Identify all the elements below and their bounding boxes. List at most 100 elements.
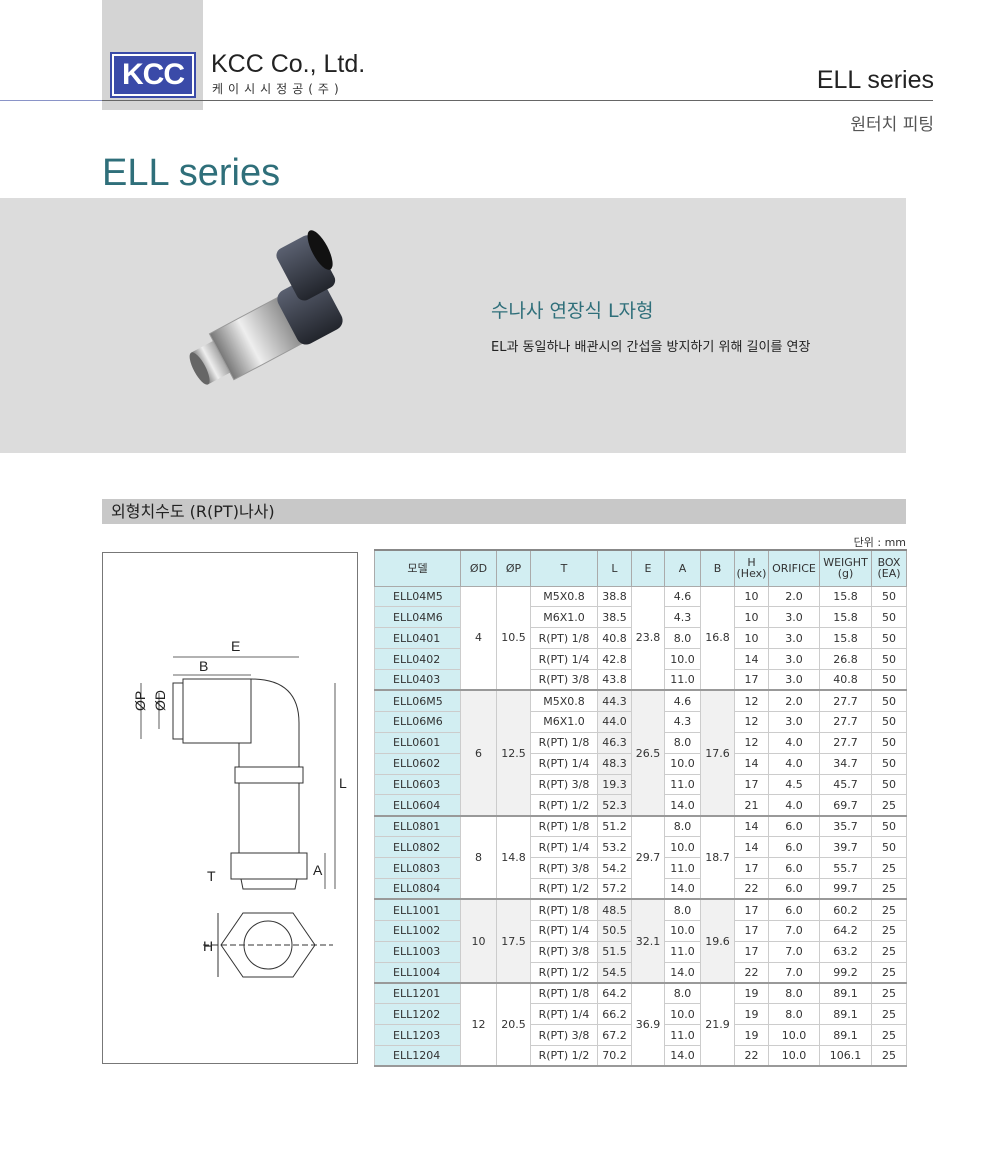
box-cell: 25 bbox=[871, 919, 907, 942]
l-cell: 53.2 bbox=[597, 836, 632, 859]
thread-cell: R(PT) 3/8 bbox=[530, 669, 598, 691]
a-cell: 8.0 bbox=[664, 981, 701, 1005]
weight-cell: 63.2 bbox=[819, 940, 872, 963]
l-cell: 48.5 bbox=[597, 898, 632, 921]
orifice-cell: 7.0 bbox=[768, 940, 820, 963]
thread-cell: R(PT) 1/4 bbox=[530, 1003, 598, 1026]
label-d: ØD bbox=[152, 690, 168, 711]
model-cell: ELL1003 bbox=[374, 940, 461, 963]
a-cell: 8.0 bbox=[664, 814, 701, 838]
a-cell: 14.0 bbox=[664, 877, 701, 900]
thread-cell: R(PT) 1/8 bbox=[530, 627, 598, 650]
weight-cell: 60.2 bbox=[819, 898, 872, 921]
model-cell: ELL0803 bbox=[374, 857, 461, 879]
weight-cell: 15.8 bbox=[819, 585, 872, 608]
h-cell: 17 bbox=[734, 669, 769, 691]
orifice-cell: 3.0 bbox=[768, 627, 820, 650]
weight-cell: 89.1 bbox=[819, 1024, 872, 1047]
h-cell: 17 bbox=[734, 898, 769, 921]
h-cell: 17 bbox=[734, 773, 769, 796]
thread-cell: R(PT) 1/4 bbox=[530, 919, 598, 942]
h-cell: 19 bbox=[734, 1003, 769, 1026]
weight-cell: 106.1 bbox=[819, 1045, 872, 1067]
orifice-cell: 7.0 bbox=[768, 961, 820, 984]
l-cell: 44.3 bbox=[597, 689, 632, 712]
weight-cell: 39.7 bbox=[819, 836, 872, 859]
thread-cell: M5X0.8 bbox=[530, 689, 598, 712]
a-cell: 11.0 bbox=[664, 1024, 701, 1047]
orifice-cell: 3.0 bbox=[768, 606, 820, 629]
model-cell: ELL1204 bbox=[374, 1045, 461, 1067]
thread-cell: M5X0.8 bbox=[530, 585, 598, 608]
h-cell: 12 bbox=[734, 689, 769, 712]
model-cell: ELL0602 bbox=[374, 752, 461, 775]
label-h: H bbox=[203, 938, 213, 954]
op-cell: 12.5 bbox=[496, 689, 531, 817]
e-cell: 23.8 bbox=[631, 585, 665, 691]
box-cell: 50 bbox=[871, 836, 907, 859]
l-cell: 51.5 bbox=[597, 940, 632, 963]
page-title: ELL series bbox=[102, 152, 281, 194]
orifice-cell: 2.0 bbox=[768, 689, 820, 712]
box-cell: 25 bbox=[871, 1003, 907, 1026]
h-cell: 17 bbox=[734, 940, 769, 963]
box-cell: 50 bbox=[871, 731, 907, 754]
orifice-cell: 7.0 bbox=[768, 919, 820, 942]
h-cell: 22 bbox=[734, 961, 769, 984]
weight-cell: 99.7 bbox=[819, 877, 872, 900]
box-cell: 25 bbox=[871, 981, 907, 1005]
orifice-cell: 10.0 bbox=[768, 1024, 820, 1047]
model-cell: ELL06M6 bbox=[374, 710, 461, 733]
model-cell: ELL0603 bbox=[374, 773, 461, 796]
column-header: 모델 bbox=[374, 549, 461, 587]
box-cell: 50 bbox=[871, 710, 907, 733]
thread-cell: M6X1.0 bbox=[530, 606, 598, 629]
a-cell: 10.0 bbox=[664, 836, 701, 859]
box-cell: 50 bbox=[871, 627, 907, 650]
box-cell: 50 bbox=[871, 606, 907, 629]
od-cell: 6 bbox=[460, 689, 497, 817]
weight-cell: 64.2 bbox=[819, 919, 872, 942]
orifice-cell: 4.0 bbox=[768, 794, 820, 817]
a-cell: 10.0 bbox=[664, 752, 701, 775]
section-title: 외형치수도 (R(PT)나사) bbox=[102, 499, 906, 524]
e-cell: 29.7 bbox=[631, 814, 665, 900]
weight-cell: 27.7 bbox=[819, 689, 872, 712]
a-cell: 10.0 bbox=[664, 1003, 701, 1026]
thread-cell: R(PT) 1/2 bbox=[530, 961, 598, 984]
thread-cell: R(PT) 1/4 bbox=[530, 648, 598, 671]
orifice-cell: 6.0 bbox=[768, 814, 820, 838]
orifice-cell: 10.0 bbox=[768, 1045, 820, 1067]
h-cell: 17 bbox=[734, 857, 769, 879]
model-cell: ELL0804 bbox=[374, 877, 461, 900]
l-cell: 38.8 bbox=[597, 585, 632, 608]
product-description: EL과 동일하나 배관시의 간섭을 방지하기 위해 길이를 연장 bbox=[491, 340, 811, 355]
h-cell: 10 bbox=[734, 627, 769, 650]
l-cell: 64.2 bbox=[597, 981, 632, 1005]
dimension-lines bbox=[140, 656, 336, 889]
e-cell: 36.9 bbox=[631, 981, 665, 1067]
l-cell: 67.2 bbox=[597, 1024, 632, 1047]
orifice-cell: 4.0 bbox=[768, 752, 820, 775]
l-cell: 50.5 bbox=[597, 919, 632, 942]
column-header: A bbox=[664, 549, 701, 587]
l-cell: 38.5 bbox=[597, 606, 632, 629]
thread-cell: R(PT) 1/8 bbox=[530, 898, 598, 921]
product-image bbox=[189, 230, 343, 385]
company-logo: KCC bbox=[110, 52, 196, 98]
weight-cell: 55.7 bbox=[819, 857, 872, 879]
label-e: E bbox=[231, 638, 240, 654]
orifice-cell: 6.0 bbox=[768, 857, 820, 879]
box-cell: 50 bbox=[871, 648, 907, 671]
orifice-cell: 2.0 bbox=[768, 585, 820, 608]
